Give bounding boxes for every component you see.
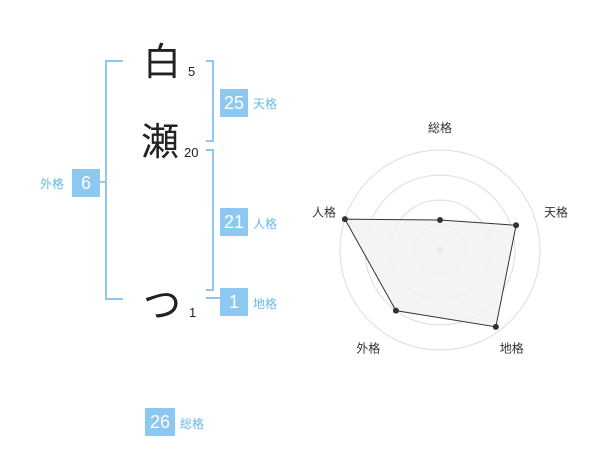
radar-point [492,323,499,330]
radar-point [437,217,443,223]
tenkaku-label: 天格 [253,97,278,111]
name-char-1: 白 [143,40,182,84]
radar-point [392,307,399,314]
chikaku-label: 地格 [253,297,278,311]
radar-axis-label: 外格 [356,341,380,356]
name-char-2: 瀬 [141,120,180,164]
stroke-count-3: 1 [189,305,197,320]
name-char-3: つ [143,283,182,327]
radar-ring [339,149,541,351]
radar-axis-label: 天格 [544,204,568,219]
jinkaku-value: 21 [220,208,248,236]
gaikaku-label: 外格 [40,177,65,191]
chikaku-connector [206,297,220,299]
jinkaku-bracket [206,149,214,291]
stroke-count-1: 5 [188,64,196,79]
radar-series-polygon [344,218,517,328]
chikaku-value: 1 [220,288,248,316]
gaikaku-bracket [105,60,123,300]
stroke-count-2: 20 [184,145,199,160]
tenkaku-bracket [206,60,214,142]
soukaku-label: 総格 [180,417,205,431]
gaikaku-connector [98,181,107,183]
radar-axis-label: 人格 [312,204,336,219]
radar-axis-label: 地格 [500,341,524,356]
radar-axis-label: 総格 [428,120,452,135]
gaikaku-value: 6 [72,169,100,197]
radar-point [513,222,520,229]
tenkaku-value: 25 [220,89,248,117]
jinkaku-label: 人格 [253,217,278,231]
radar-point [341,216,348,223]
soukaku-value: 26 [145,408,175,436]
